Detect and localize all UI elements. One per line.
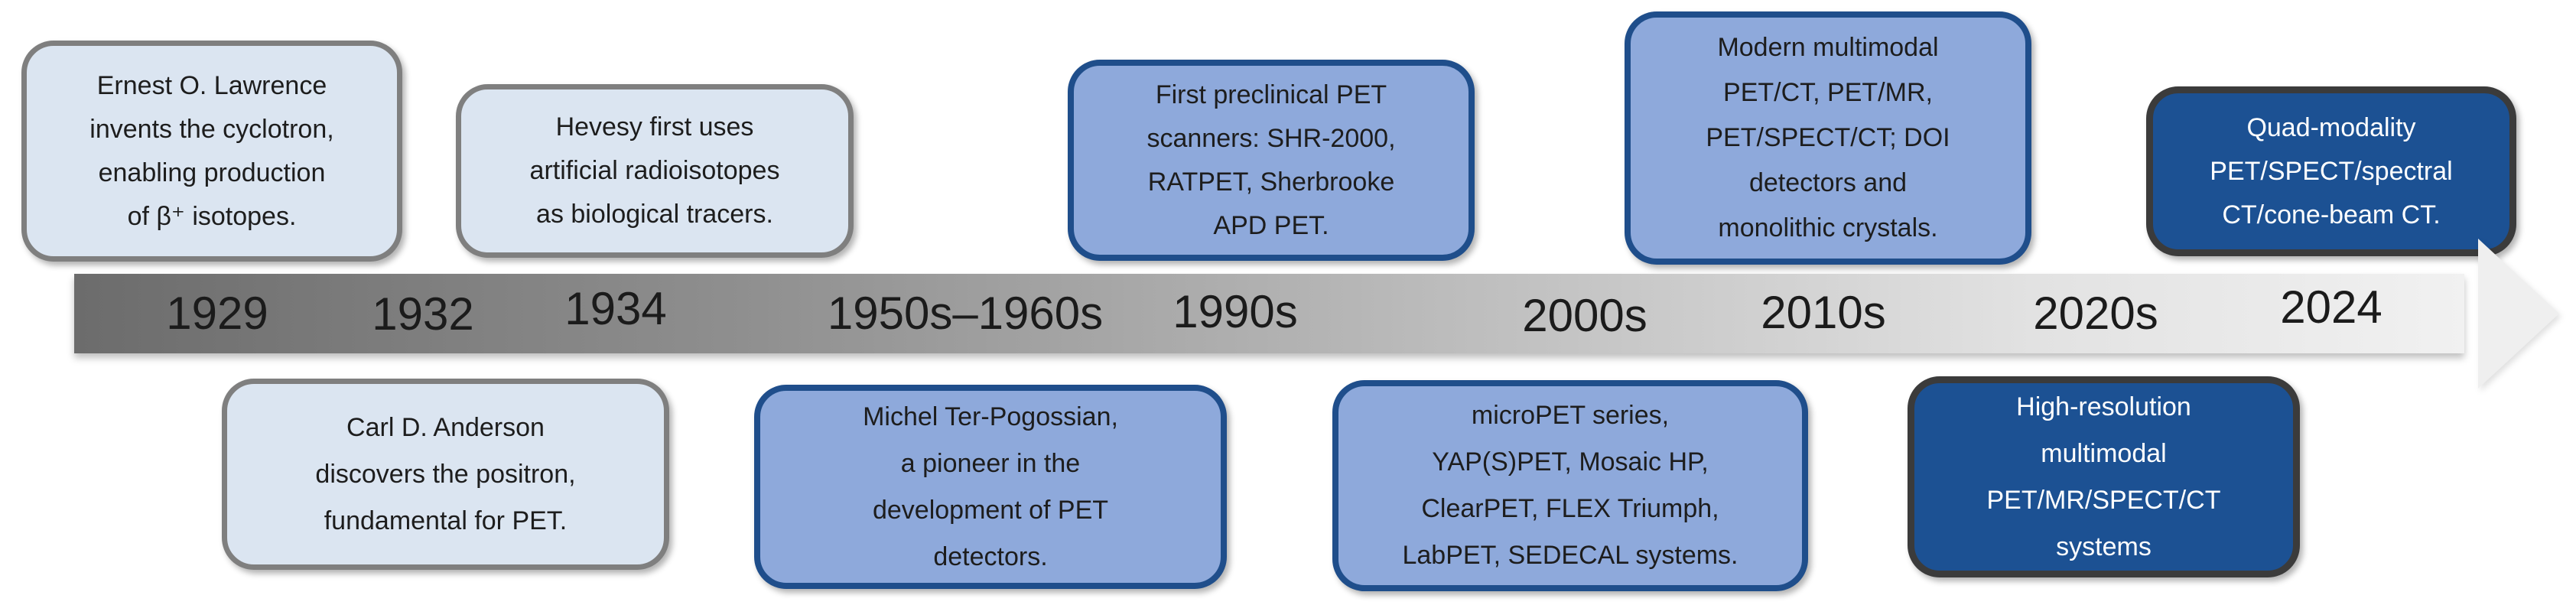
event-box-2020s-high-resolution-multimodal: High-resolution multimodal PET/MR/SPECT/…	[1908, 376, 2300, 577]
event-box-1950s-1960s-ter-pogossian: Michel Ter-Pogossian, a pioneer in the d…	[754, 385, 1227, 589]
timeline-year-1929: 1929	[166, 288, 268, 339]
event-box-1934-radioisotope-tracers: Hevesy first uses artificial radioisotop…	[456, 84, 854, 258]
timeline-year-2020s: 2020s	[2033, 288, 2158, 339]
right-arrowhead-icon	[2478, 239, 2559, 389]
event-box-2010s-modern-multimodal: Modern multimodal PET/CT, PET/MR, PET/SP…	[1625, 11, 2031, 265]
event-box-1929-cyclotron: Ernest O. Lawrence invents the cyclotron…	[21, 41, 402, 262]
timeline-year-2000s: 2000s	[1522, 290, 1647, 341]
event-text: Carl D. Anderson discovers the positron,…	[315, 412, 576, 535]
timeline-year-2024: 2024	[2280, 281, 2382, 333]
event-text: Hevesy first uses artificial radioisotop…	[529, 112, 780, 229]
timeline-year-1934: 1934	[564, 283, 667, 334]
event-box-2000s-micropet-series: microPET series, YAP(S)PET, Mosaic HP, C…	[1332, 380, 1808, 591]
event-text: High-resolution multimodal PET/MR/SPECT/…	[1986, 392, 2221, 561]
timeline-year-2010s: 2010s	[1761, 287, 1886, 338]
event-box-2024-quad-modality: Quad-modality PET/SPECT/spectral CT/cone…	[2146, 86, 2516, 256]
event-box-1990s-first-preclinical-pet: First preclinical PET scanners: SHR-2000…	[1068, 60, 1475, 261]
event-text: microPET series, YAP(S)PET, Mosaic HP, C…	[1402, 401, 1738, 570]
timeline-year-1950s-1960s: 1950s–1960s	[827, 288, 1104, 339]
event-text: Modern multimodal PET/CT, PET/MR, PET/SP…	[1706, 33, 1950, 242]
event-text: First preclinical PET scanners: SHR-2000…	[1147, 80, 1396, 240]
event-text: Quad-modality PET/SPECT/spectral CT/cone…	[2210, 112, 2453, 229]
event-text: Michel Ter-Pogossian, a pioneer in the d…	[863, 402, 1118, 571]
timeline-year-1932: 1932	[372, 288, 474, 340]
timeline-bar	[74, 274, 2464, 353]
event-text: Ernest O. Lawrence invents the cyclotron…	[89, 70, 334, 231]
event-box-1932-positron-discovery: Carl D. Anderson discovers the positron,…	[222, 379, 669, 570]
timeline-year-1990s: 1990s	[1173, 286, 1298, 337]
